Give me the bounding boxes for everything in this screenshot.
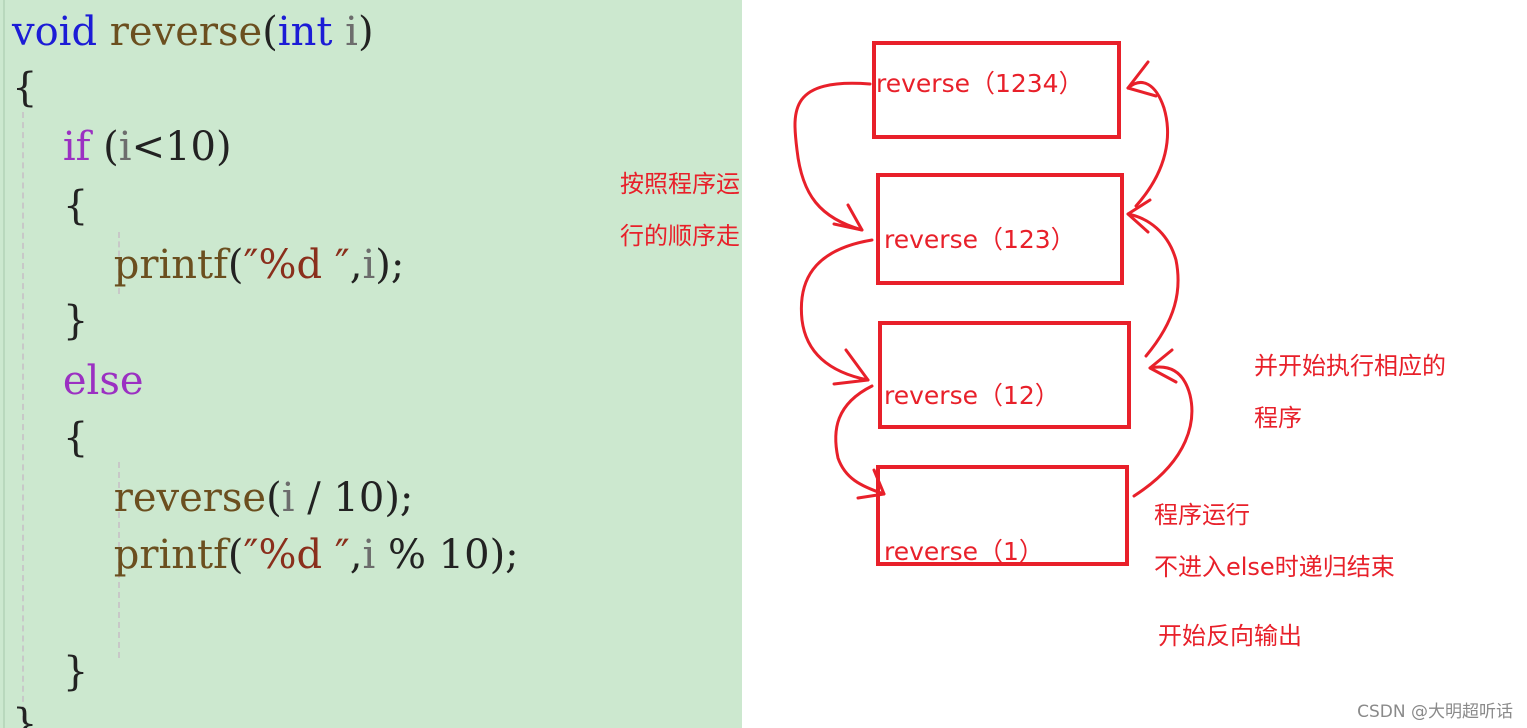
arrowhead [832,203,864,232]
code-token: 10 [165,124,217,170]
code-token: % [375,532,439,578]
code-token: , [349,532,363,578]
code-line: void reverse(int i) [12,8,374,56]
note-forward-line2: 行的顺序走 [620,222,740,250]
watermark: CSDN @大明超听话 [1357,702,1513,722]
code-line: reverse(i / 10); [12,474,414,522]
arrow-call-1-to-2 [793,81,872,232]
call-box-123 [876,173,1124,285]
arrowhead [1148,348,1178,384]
code-token: ( [90,124,119,170]
code-token: i [118,124,132,170]
code-token: { [12,183,89,229]
call-label-1: reverse（1） [884,537,1044,566]
code-token: { [12,415,89,461]
code-token: i [332,9,358,55]
code-token: ); [489,532,519,578]
call-box-12 [878,321,1131,429]
code-line: } [12,648,88,696]
code-token: i [281,475,295,521]
code-line: } [12,700,37,728]
code-token: i [362,532,376,578]
note-end-line3: 开始反向输出 [1158,622,1302,650]
code-line: printf(″%d ″,i); [12,241,405,289]
code-token: } [12,298,89,344]
gutter-line [3,0,5,728]
code-token: ); [375,242,405,288]
note-end-line2: 不进入else时递归结束 [1154,553,1395,581]
code-token: ( [262,9,278,55]
arrow-return-3-to-2 [1126,212,1180,358]
code-line: } [12,297,88,345]
code-token: } [12,649,89,695]
call-box-1 [876,465,1129,566]
code-token: ″%d ″ [243,532,350,578]
code-token: { [12,65,38,111]
code-token: 10 [438,532,490,578]
code-token: else [62,358,144,404]
call-label-12: reverse（12） [884,381,1060,410]
arrow-call-2-to-3 [799,238,874,382]
call-label-1234: reverse（1234） [876,69,1084,98]
code-token: i [362,242,376,288]
code-panel: void reverse(int i){ if (i<10) { printf(… [0,0,742,728]
code-token: ( [266,475,282,521]
arrow-return-2-to-1 [1126,81,1170,208]
arrowhead [1126,198,1152,234]
code-line: printf(″%d ″,i % 10); [12,531,519,579]
code-token: < [131,124,166,170]
note-forward-line1: 按照程序运 [620,170,740,198]
code-token: int [277,9,333,55]
arrowhead [832,348,870,386]
code-line: { [12,64,37,112]
code-line: else [12,357,144,405]
code-token: ( [227,532,244,578]
note-execute-line1: 并开始执行相应的 [1254,352,1446,380]
code-token: reverse [109,9,263,55]
code-token: / [294,475,334,521]
code-token: printf [113,532,228,578]
code-line: { [12,182,88,230]
indent-guide [118,232,120,294]
arrowhead [1126,60,1158,98]
arrow-return-4-to-3 [1132,365,1194,498]
code-token: ( [227,242,244,288]
code-token: if [62,124,91,170]
code-line: { [12,414,88,462]
indent-guide [22,112,24,722]
code-line: if (i<10) [12,123,232,171]
code-token: void [12,9,98,55]
code-token: ) [216,124,232,170]
code-token: 10 [333,475,385,521]
call-box-1234 [872,41,1121,139]
note-end-line1: 程序运行 [1154,501,1250,529]
arrow-call-3-to-4 [834,384,886,496]
code-token: reverse [113,475,267,521]
code-token: ) [357,9,374,55]
code-token: printf [113,242,228,288]
code-token: } [12,701,38,728]
note-execute-line2: 程序 [1254,404,1302,432]
code-token: ″%d ″ [243,242,350,288]
indent-guide [118,462,120,658]
code-token: ); [384,475,414,521]
code-token: , [349,242,363,288]
call-label-123: reverse（123） [884,225,1076,254]
